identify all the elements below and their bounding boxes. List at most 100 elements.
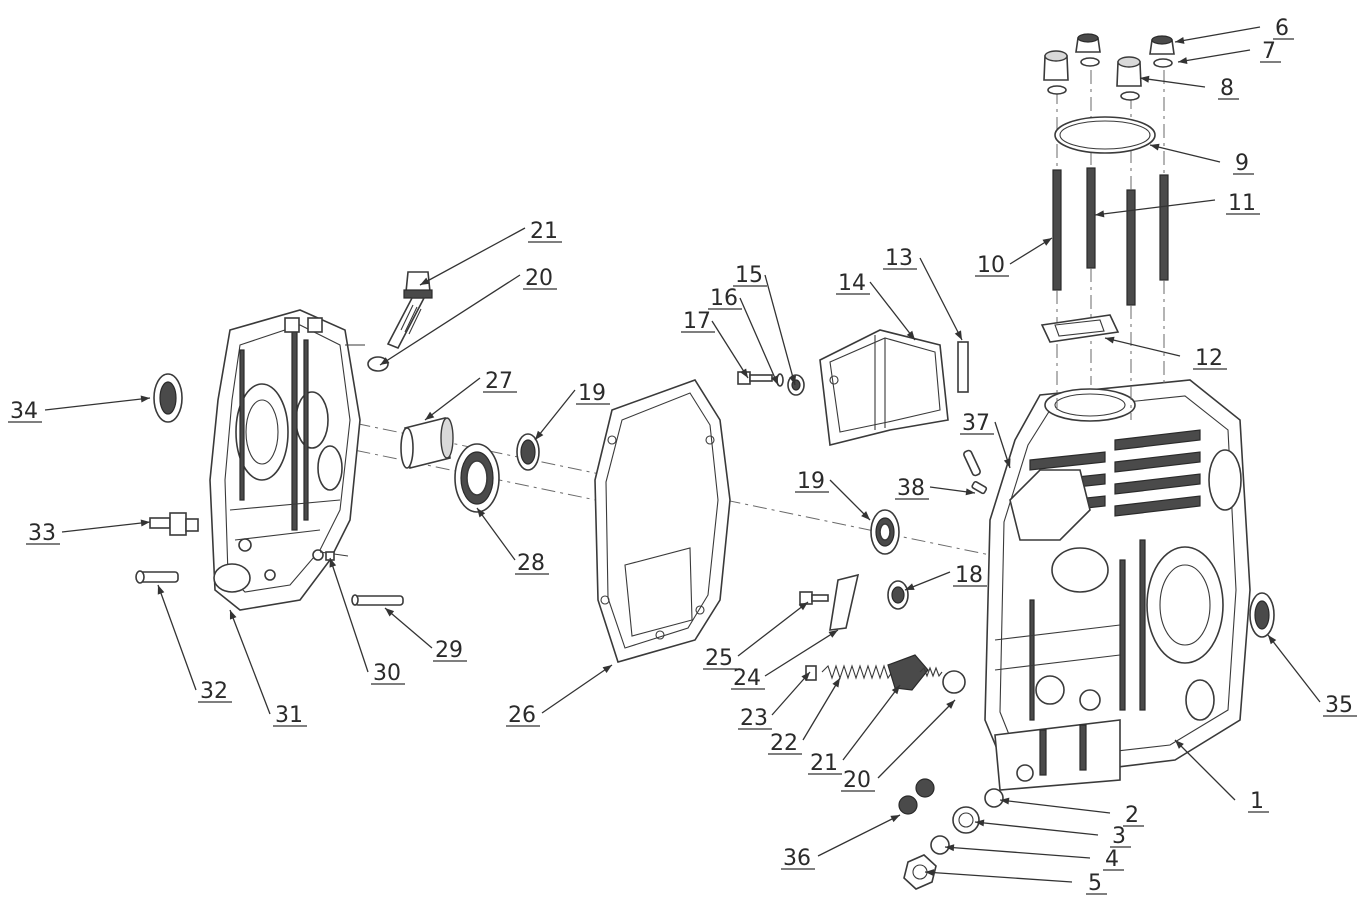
gasket-26: [594, 379, 731, 663]
arrow-head: [954, 330, 962, 340]
callout-number: 36: [783, 846, 811, 871]
arrow-head: [329, 558, 337, 568]
leader-line: [476, 507, 516, 561]
bolt-25: [799, 591, 829, 605]
washer-4: [930, 835, 950, 855]
arrow-head: [1000, 797, 1010, 805]
leader-line: [924, 871, 1073, 883]
callout-number: 35: [1325, 693, 1353, 718]
callout-number: 24: [733, 666, 761, 691]
arrow-head: [890, 815, 900, 823]
callout-c14: 14: [836, 271, 916, 341]
leader-line: [61, 521, 151, 533]
nut-6-a: [1075, 33, 1101, 53]
arrow-head: [1268, 635, 1277, 645]
leader-line: [1174, 26, 1261, 43]
leader-line: [817, 814, 901, 857]
arrow-head: [891, 685, 900, 695]
leader-line: [919, 257, 963, 341]
pin-32: [135, 570, 179, 584]
callout-number: 9: [1235, 151, 1249, 176]
washer-7-a: [1080, 57, 1100, 67]
gasket-12: [1040, 314, 1120, 343]
leader-line: [842, 684, 901, 761]
leader-line: [944, 846, 1091, 859]
callout-number: 12: [1195, 346, 1223, 371]
callout-number: 19: [797, 469, 825, 494]
callout-c2: 2: [999, 797, 1144, 828]
callout-number: 19: [578, 381, 606, 406]
callout-c24: 24: [731, 629, 839, 691]
arrow-head: [1140, 75, 1150, 83]
callout-number: 38: [897, 476, 925, 501]
stud-11-left: [1086, 167, 1096, 269]
stud-11-right: [1159, 174, 1169, 281]
callout-c11: 11: [1094, 191, 1260, 218]
callout-c4: 4: [944, 844, 1124, 872]
deflector-14: [819, 329, 949, 446]
leader-line: [1174, 739, 1236, 801]
callout-c12: 12: [1104, 336, 1227, 371]
arrow-head: [945, 844, 955, 852]
arrow-head: [975, 819, 985, 827]
callout-c25: 25: [703, 601, 809, 671]
callout-number: 8: [1220, 76, 1234, 101]
callout-number: 2: [1125, 803, 1139, 828]
callout-number: 15: [735, 263, 763, 288]
sensor-33: [149, 512, 199, 536]
callout-c22: 22: [768, 677, 841, 756]
callout-number: 25: [705, 646, 733, 671]
leader-line: [771, 671, 811, 716]
leader-line: [541, 664, 613, 714]
callout-number: 26: [508, 703, 536, 728]
callout-number: 29: [435, 638, 463, 663]
arrow-head: [1105, 336, 1115, 344]
leader-line: [737, 601, 809, 657]
leader-line: [1177, 49, 1251, 63]
bearing-19-left: [516, 433, 540, 471]
callout-number: 11: [1228, 191, 1256, 216]
arrow-head: [385, 608, 395, 617]
callout-c20b: 20: [841, 699, 956, 793]
arrow-head: [832, 678, 840, 688]
arrow-head: [380, 357, 390, 365]
callout-number: 1: [1250, 789, 1264, 814]
arrow-head: [906, 330, 915, 340]
leader-line: [534, 389, 576, 441]
plug-3: [952, 806, 980, 834]
leader-line: [829, 479, 871, 521]
arrow-head: [946, 700, 955, 709]
leader-line: [999, 799, 1111, 814]
valve-21: [887, 654, 943, 691]
cap-8-b: [1116, 56, 1142, 87]
oil-dipstick-21: [386, 271, 433, 350]
callout-number: 30: [373, 661, 401, 686]
callout-c21a: 21: [419, 219, 562, 286]
leader-line: [1094, 199, 1216, 216]
callout-c29: 29: [384, 607, 467, 663]
callout-c19b: 19: [795, 469, 871, 521]
arrow-head: [1042, 238, 1052, 246]
callout-c33: 33: [26, 519, 151, 546]
cap-8-a: [1043, 50, 1069, 81]
gear-case-cover: [209, 309, 365, 611]
leader-line: [44, 397, 151, 411]
arrow-head: [1150, 143, 1160, 151]
callout-c31: 31: [229, 609, 307, 728]
arrow-head: [801, 672, 810, 682]
callout-c6: 6: [1174, 16, 1294, 44]
strip-13: [957, 341, 969, 393]
callout-number: 10: [977, 253, 1005, 278]
stud-10-left: [1052, 169, 1062, 291]
callout-number: 3: [1112, 824, 1126, 849]
washer-8-b: [1120, 91, 1140, 101]
callout-c23: 23: [738, 671, 811, 731]
stud-10-right: [1126, 189, 1136, 306]
callout-c21b: 21: [808, 684, 901, 776]
arrow-head: [140, 395, 150, 403]
arrow-head: [1178, 57, 1188, 64]
callout-number: 17: [683, 309, 711, 334]
leader-line: [739, 297, 779, 386]
callout-c13: 13: [883, 246, 963, 341]
